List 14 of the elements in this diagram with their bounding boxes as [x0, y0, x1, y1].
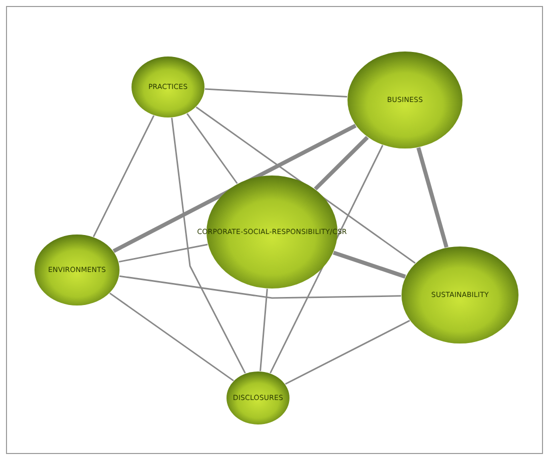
connector-line [92, 115, 154, 238]
connector-line [260, 288, 268, 372]
connector-line [109, 292, 234, 382]
connector-line [186, 113, 238, 184]
connector-line [314, 136, 369, 190]
connector-line [119, 275, 402, 299]
connector-line [171, 118, 246, 374]
connector-line [196, 106, 416, 264]
connector-line [204, 88, 348, 98]
connector-line [285, 320, 410, 385]
connector-line [118, 244, 208, 263]
connector-line [416, 147, 448, 248]
connector-line [332, 250, 406, 279]
connector-line [112, 124, 357, 253]
